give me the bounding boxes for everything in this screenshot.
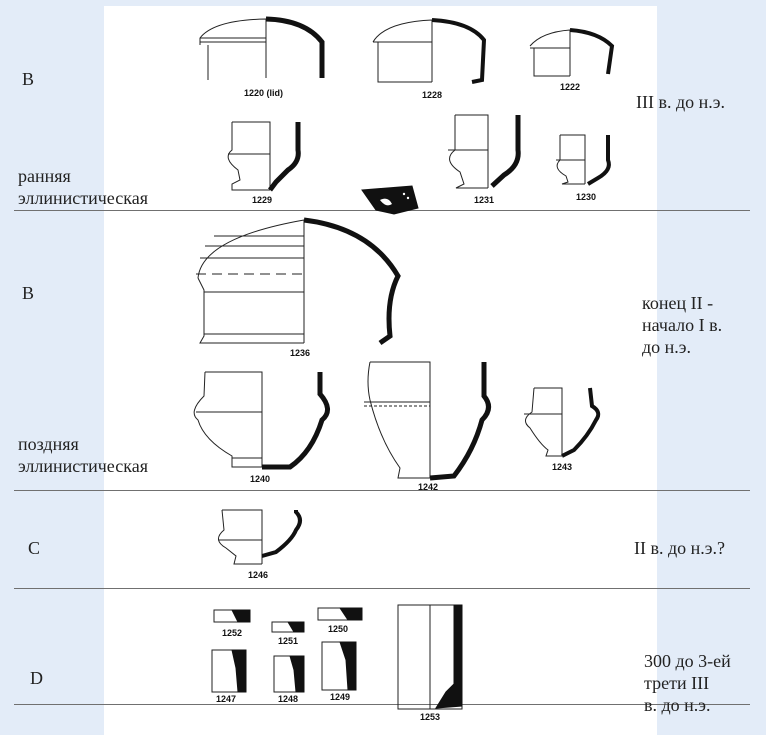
vessel-drawing <box>524 387 601 458</box>
catalog-number: 1240 <box>250 474 271 484</box>
catalog-number: 1246 <box>248 570 269 580</box>
vessel-drawing <box>273 655 305 693</box>
vessel-drawing <box>529 28 615 77</box>
fragment-drawing <box>361 185 419 215</box>
catalog-number: 1242 <box>418 482 439 492</box>
vessel-drawing <box>317 607 363 621</box>
catalog-number: 1253 <box>420 712 441 722</box>
vessel-drawing <box>321 641 357 691</box>
vessel-drawing <box>397 604 463 710</box>
catalog-number: 1220 (lid) <box>244 88 284 98</box>
vessel-drawing <box>211 649 247 693</box>
row-type-label: C <box>28 538 41 558</box>
vessel-drawing <box>196 217 401 346</box>
row-type-label: B <box>22 69 35 89</box>
vessel-drawing <box>193 371 330 470</box>
catalog-number: 1251 <box>278 636 299 646</box>
row-type-label: B <box>22 283 35 303</box>
vessel-drawing <box>556 134 611 186</box>
catalog-number: 1250 <box>328 624 349 634</box>
vessel-drawing <box>372 18 487 84</box>
vessel-drawing <box>213 609 251 623</box>
row-type-label: D <box>30 668 43 688</box>
vessel-drawing <box>364 361 491 481</box>
catalog-number: 1236 <box>290 348 311 358</box>
catalog-number: 1230 <box>576 192 597 202</box>
row-divider <box>14 588 750 589</box>
catalog-number: 1222 <box>560 82 581 92</box>
vessel-drawing <box>448 114 521 189</box>
row-date-label: III в. до н.э. <box>636 92 725 112</box>
catalog-number: 1247 <box>216 694 237 704</box>
catalog-number: 1231 <box>474 195 495 205</box>
vessel-drawing <box>199 16 325 80</box>
figure-panel <box>104 6 657 735</box>
row-divider <box>14 490 750 491</box>
catalog-number: 1228 <box>422 90 443 100</box>
row-period-label: ранняя эллинистическая <box>18 166 148 208</box>
row-divider <box>14 704 750 705</box>
vessel-drawing <box>227 121 301 192</box>
catalog-number: 1229 <box>252 195 273 205</box>
catalog-number: 1249 <box>330 692 351 702</box>
row-date-label: II в. до н.э.? <box>634 538 725 558</box>
vessel-drawing <box>218 509 302 565</box>
catalog-number: 1243 <box>552 462 573 472</box>
catalog-number: 1248 <box>278 694 299 704</box>
row-date-label: 300 до 3-ей трети III в. до н.э. <box>644 651 731 715</box>
row-period-label: поздняя эллинистическая <box>18 434 148 476</box>
row-date-label: конец II - начало I в. до н.э. <box>642 293 723 357</box>
vessel-drawing <box>271 621 305 633</box>
catalog-number: 1252 <box>222 628 243 638</box>
